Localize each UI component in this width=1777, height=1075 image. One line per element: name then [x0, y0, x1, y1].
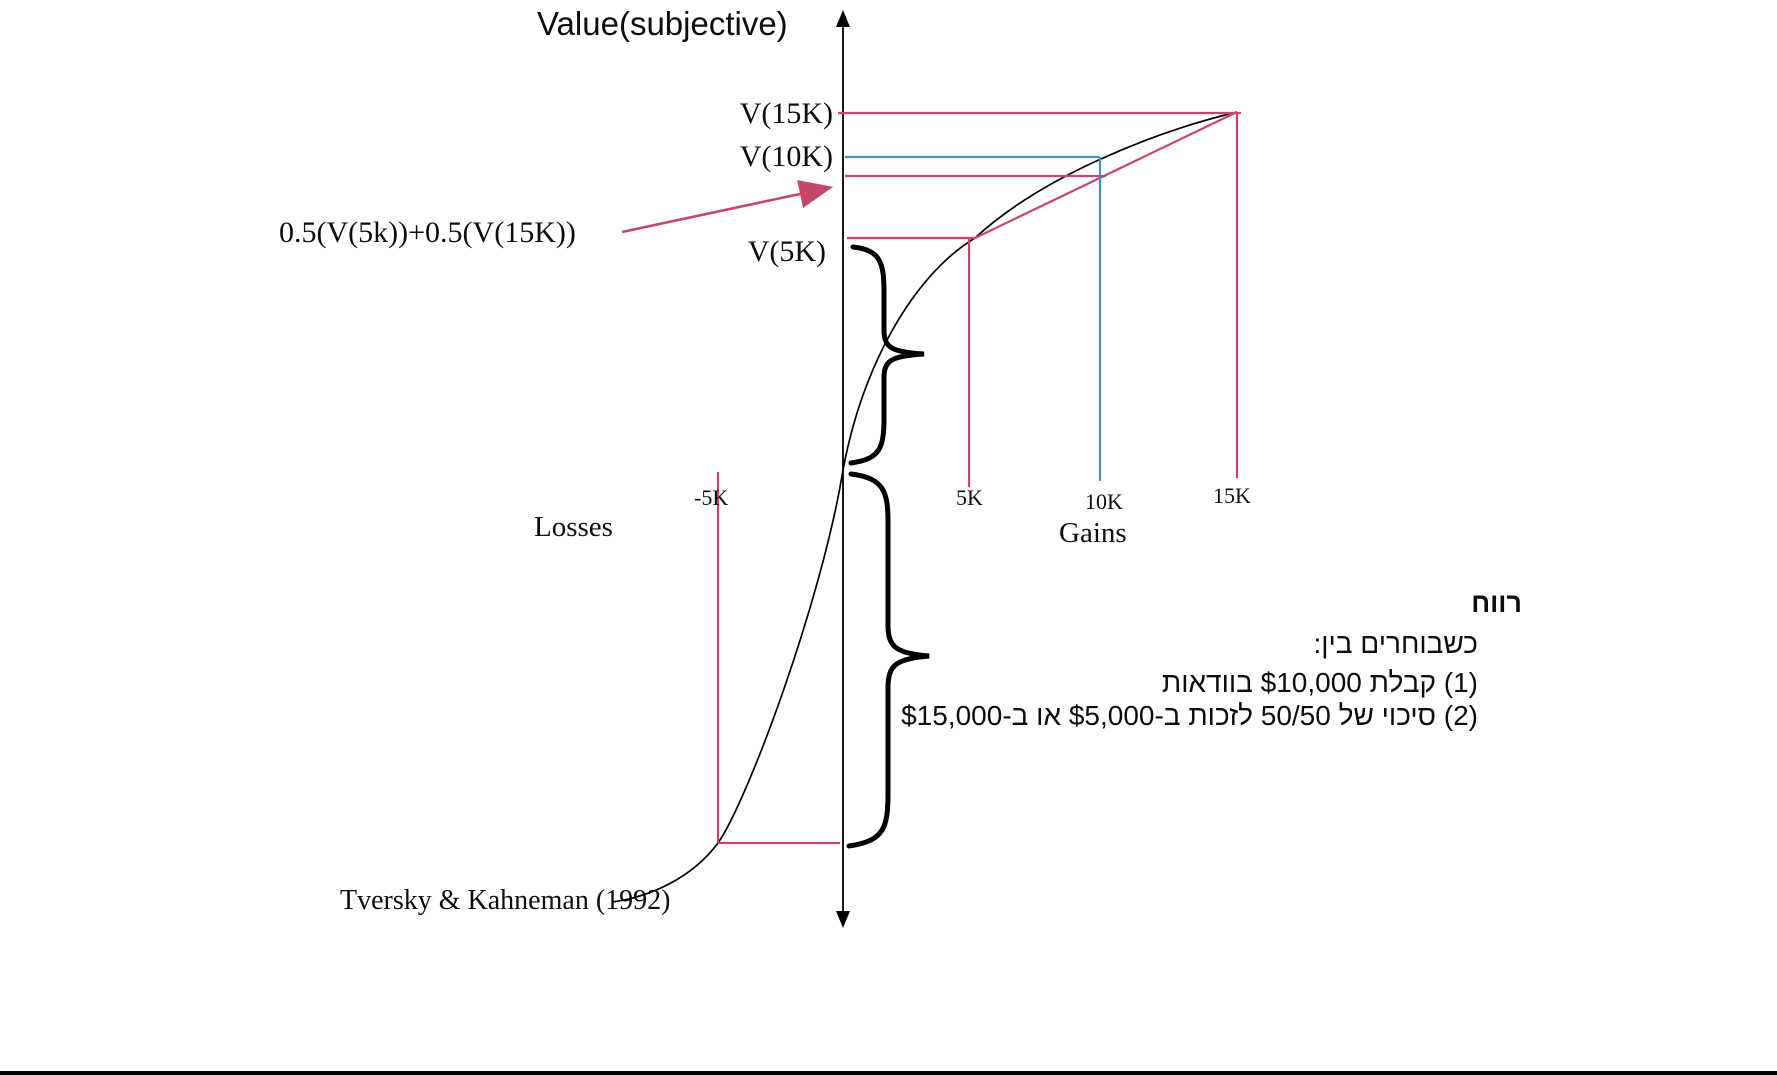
- x-tick-neg5k: -5K: [694, 485, 729, 510]
- v15k-label: V(15K): [739, 97, 833, 130]
- v5k-label: V(5K): [747, 235, 826, 268]
- hebrew-note-line-1: כשבוחרים בין:: [1313, 628, 1478, 659]
- gain-value-brace: [848, 244, 925, 466]
- v10k-label: V(10K): [739, 140, 833, 173]
- expected-value-formula: 0.5(V(5k))+0.5(V(15K)): [279, 216, 576, 249]
- value-function-curve: [611, 111, 1238, 903]
- gains-label: Gains: [1059, 517, 1127, 549]
- hebrew-note-line-2: (1) קבלת $10,000 בוודאות: [1161, 667, 1478, 698]
- citation: Tversky & Kahneman (1992): [340, 885, 671, 916]
- axis-arrow-down-icon: [836, 911, 850, 928]
- axis-arrow-up-icon: [836, 10, 850, 27]
- losses-label: Losses: [534, 511, 613, 543]
- formula-arrow: [621, 179, 834, 234]
- x-tick-10k: 10K: [1085, 489, 1123, 514]
- chart-title: Value(subjective): [537, 5, 788, 42]
- loss-value-brace: [846, 471, 930, 849]
- x-tick-5k: 5K: [956, 485, 983, 510]
- x-tick-15k: 15K: [1213, 483, 1251, 508]
- hebrew-note-line-3: (2) סיכוי של 50/50 לזכות ב-$5,000 או ב-$…: [901, 700, 1478, 731]
- hebrew-note-heading: רווח: [1471, 588, 1522, 618]
